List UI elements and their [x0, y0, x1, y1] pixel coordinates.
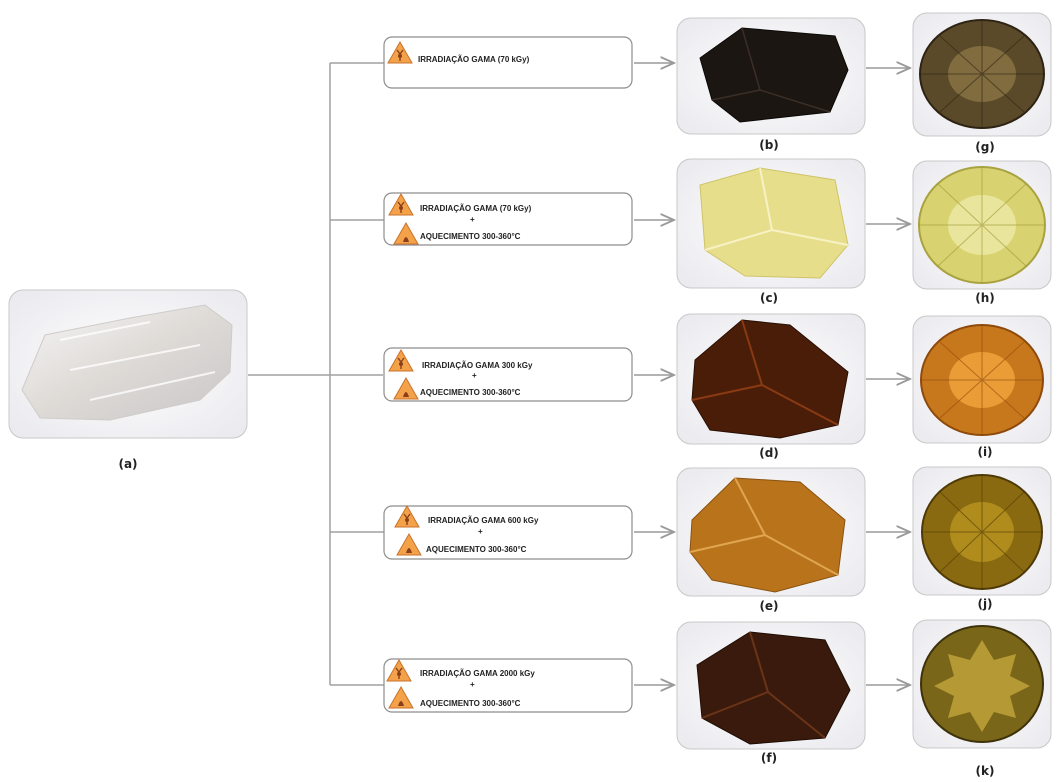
label-k: (k): [976, 764, 995, 778]
treatment-4-line1: IRRADIAÇÃO GAMA 600 kGy: [428, 516, 539, 525]
treatment-box-1: IRRADIAÇÃO GAMA (70 kGy): [384, 37, 632, 88]
treatment-4-plus: +: [478, 527, 483, 536]
treatment-box-2: IRRADIAÇÃO GAMA (70 kGy) + AQUECIMENTO 3…: [384, 193, 632, 245]
label-b: (b): [759, 138, 779, 152]
gem-k-tile: [913, 620, 1051, 748]
treatment-box-5: IRRADIAÇÃO GAMA 2000 kGy + AQUECIMENTO 3…: [384, 659, 632, 712]
arrows-to-cut: [866, 68, 910, 685]
treatment-2-line1: IRRADIAÇÃO GAMA (70 kGy): [420, 204, 532, 213]
gem-h-tile: [913, 161, 1051, 289]
sample-b-tile: [677, 18, 865, 134]
sample-a-tile: [9, 290, 247, 438]
treatment-box-3: IRRADIAÇÃO GAMA 300 kGy + AQUECIMENTO 30…: [384, 348, 632, 401]
label-a: (a): [118, 457, 137, 471]
treatment-1-line1: IRRADIAÇÃO GAMA (70 kGy): [418, 55, 530, 64]
treatment-3-line2: AQUECIMENTO 300-360°C: [420, 388, 521, 397]
connectors: [248, 63, 384, 685]
label-g: (g): [975, 140, 995, 154]
treatment-2-plus: +: [470, 215, 475, 224]
treatment-5-line1: IRRADIAÇÃO GAMA 2000 kGy: [420, 669, 535, 678]
treatment-5-plus: +: [470, 680, 475, 689]
label-h: (h): [975, 291, 995, 305]
label-e: (e): [759, 599, 778, 613]
treatment-2-line2: AQUECIMENTO 300-360°C: [420, 232, 521, 241]
treatment-3-plus: +: [472, 371, 477, 380]
sample-e-tile: [677, 468, 865, 596]
arrows-to-rough: [634, 63, 674, 685]
gem-g-tile: [913, 13, 1051, 136]
sample-d-tile: [677, 314, 865, 444]
gem-i-tile: [913, 316, 1051, 443]
label-i: (i): [977, 445, 992, 459]
label-f: (f): [761, 751, 777, 765]
sample-c-tile: [677, 159, 865, 288]
treatment-3-line1: IRRADIAÇÃO GAMA 300 kGy: [422, 361, 533, 370]
label-d: (d): [759, 446, 779, 460]
sample-f-tile: [677, 622, 865, 749]
treatment-4-line2: AQUECIMENTO 300-360°C: [426, 545, 527, 554]
treatment-box-4: IRRADIAÇÃO GAMA 600 kGy + AQUECIMENTO 30…: [384, 506, 632, 559]
label-c: (c): [760, 291, 778, 305]
treatment-5-line2: AQUECIMENTO 300-360°C: [420, 699, 521, 708]
gem-j-tile: [913, 467, 1051, 595]
label-j: (j): [977, 597, 992, 611]
